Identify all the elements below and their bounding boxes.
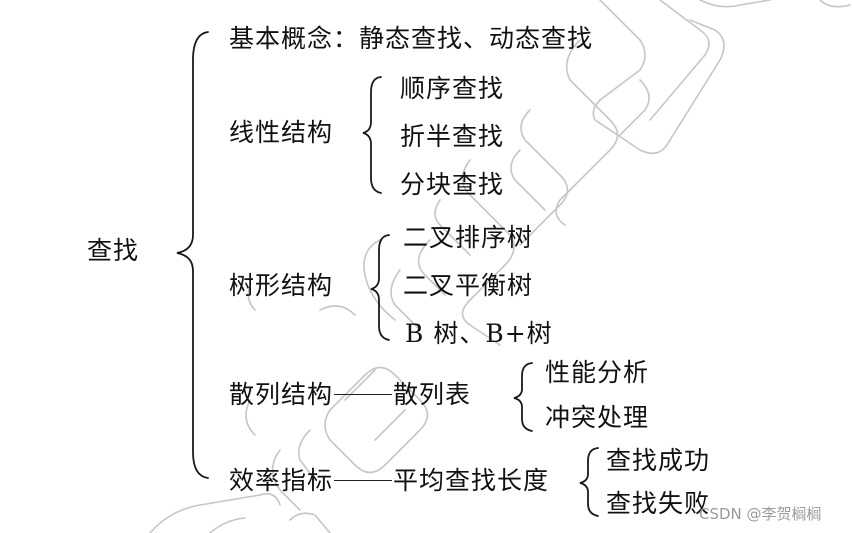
search-success-label: 查找成功 xyxy=(606,446,711,475)
efficiency-brace xyxy=(579,447,599,517)
performance-analysis-label: 性能分析 xyxy=(545,358,650,387)
connector-line xyxy=(334,480,393,481)
hash-structure-row: 散列结构 散列表 xyxy=(229,380,471,410)
efficiency-metric-label: 效率指标 xyxy=(229,466,334,495)
root-node-label: 查找 xyxy=(87,236,140,265)
binary-search-label: 折半查找 xyxy=(400,122,505,151)
collision-handling-label: 冲突处理 xyxy=(545,403,650,432)
block-search-label: 分块查找 xyxy=(400,170,505,199)
efficiency-metric-row: 效率指标 平均查找长度 xyxy=(229,466,549,496)
b-tree-label: B 树、B+树 xyxy=(405,319,553,348)
linear-brace xyxy=(362,76,382,194)
binary-sort-tree-label: 二叉排序树 xyxy=(403,223,534,252)
sequential-search-label: 顺序查找 xyxy=(400,74,505,103)
csdn-watermark: CSDN @李贺榈榈 xyxy=(699,505,822,523)
hash-brace xyxy=(513,362,533,432)
average-search-length-label: 平均查找长度 xyxy=(393,466,550,495)
root-brace xyxy=(176,31,209,479)
tree-brace xyxy=(370,234,390,341)
hash-structure-label: 散列结构 xyxy=(229,380,334,409)
tree-structure-label: 树形结构 xyxy=(229,271,334,300)
basic-concept-label: 基本概念：静态查找、动态查找 xyxy=(229,24,594,53)
connector-line xyxy=(334,394,393,395)
search-failure-label: 查找失败 xyxy=(606,489,711,518)
balanced-binary-tree-label: 二叉平衡树 xyxy=(403,271,534,300)
linear-structure-label: 线性结构 xyxy=(229,118,334,147)
hash-table-label: 散列表 xyxy=(393,380,472,409)
